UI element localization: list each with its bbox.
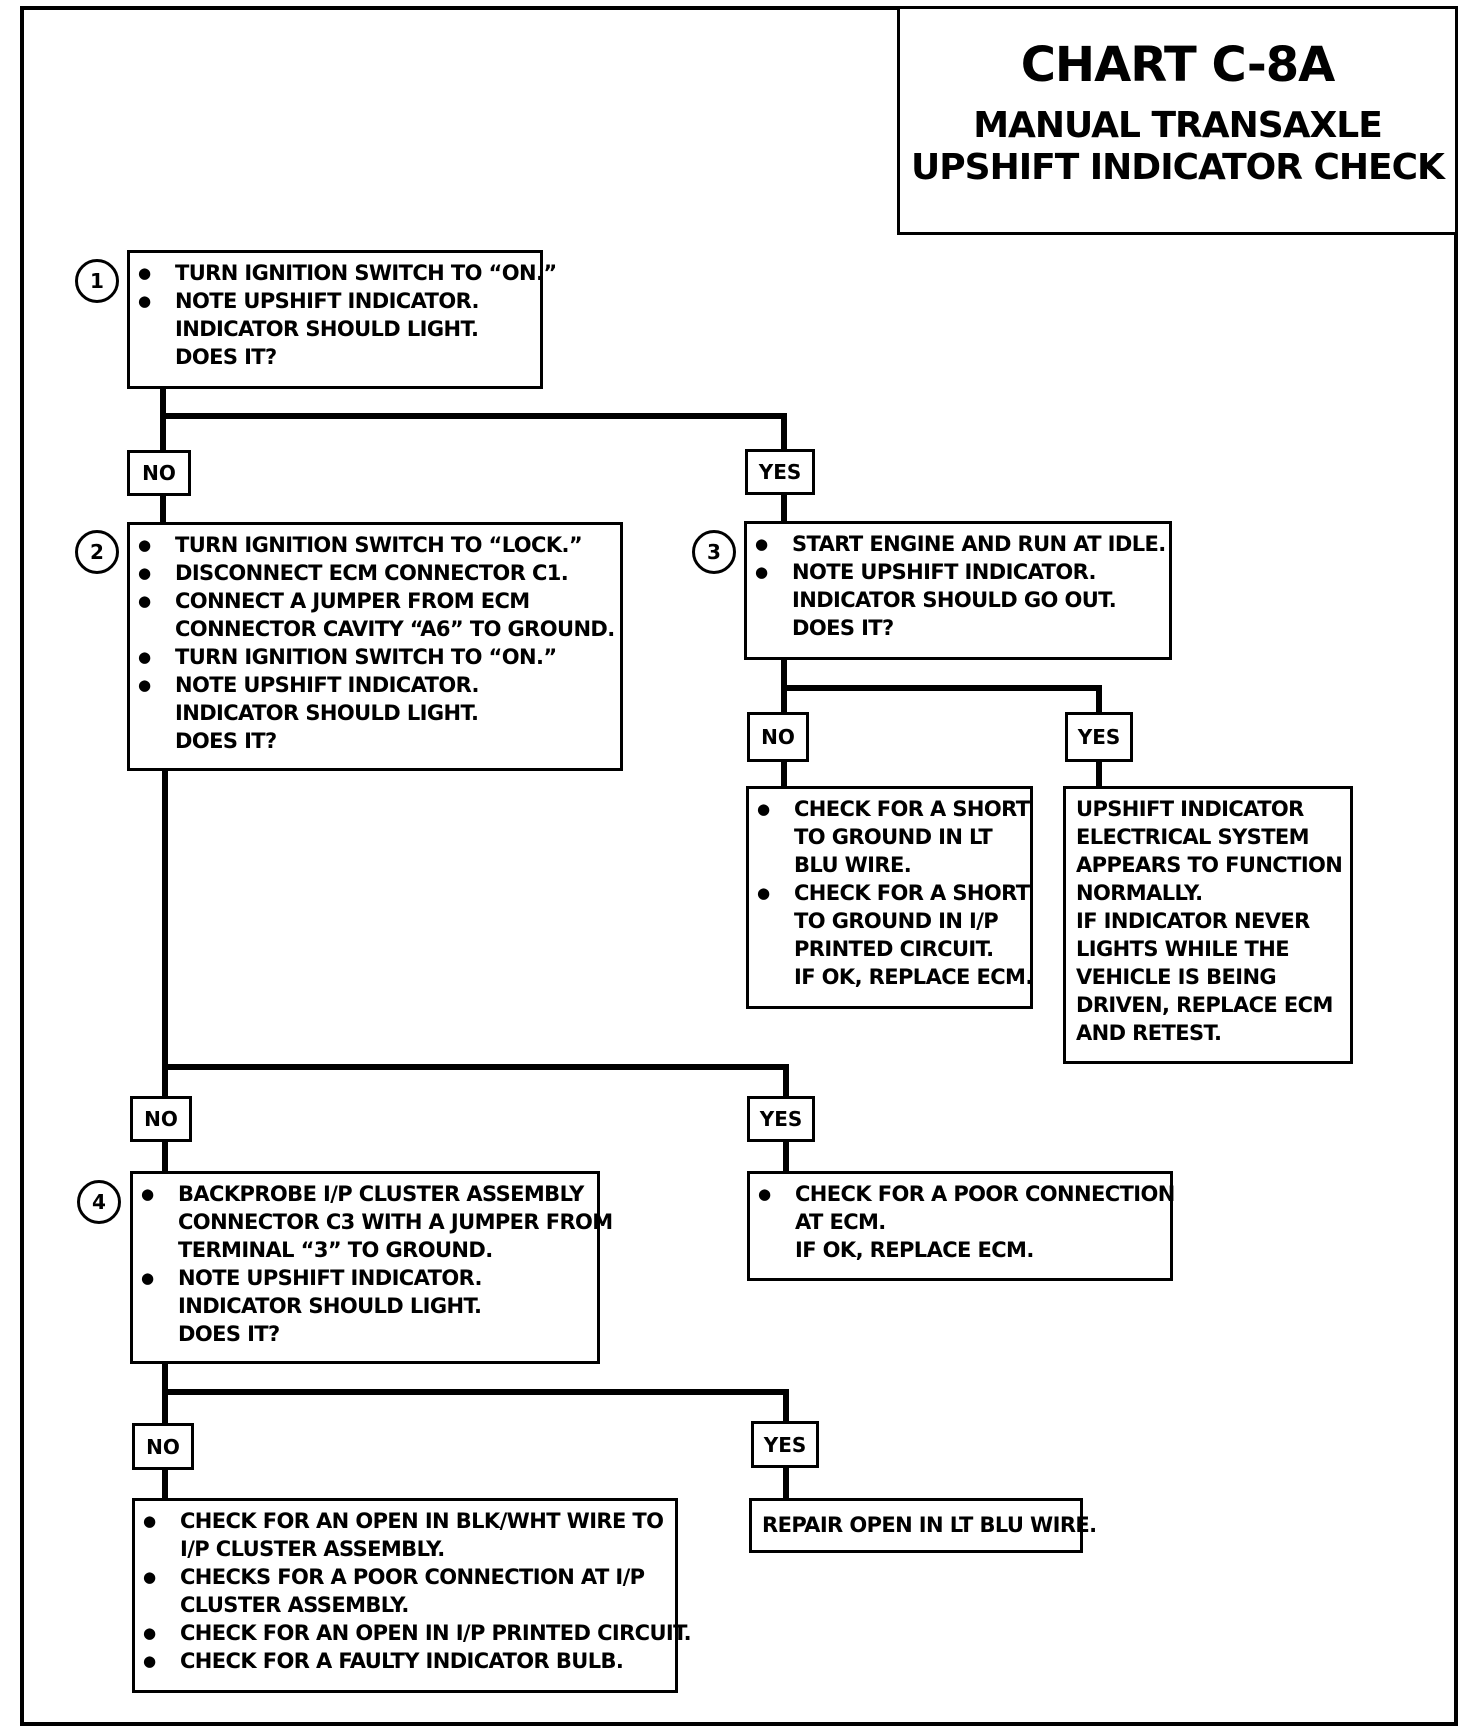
connector [160, 386, 166, 454]
connector [1096, 760, 1102, 790]
step-2-box: TURN IGNITION SWITCH TO “LOCK.” DISCONNE… [127, 522, 623, 771]
chart-subtitle: MANUAL TRANSAXLE UPSHIFT INDICATOR CHECK [911, 105, 1445, 188]
yes-label: YES [745, 449, 815, 495]
step-number-3: 3 [692, 530, 736, 574]
step-1-box: TURN IGNITION SWITCH TO “ON.” NOTE UPSHI… [127, 250, 557, 389]
step-number-4: 4 [77, 1180, 121, 1224]
diagram-frame [20, 6, 1458, 1726]
connector [162, 1466, 168, 1502]
connector [783, 1138, 789, 1175]
connector [781, 685, 1101, 691]
connector [162, 768, 168, 1098]
connector [781, 413, 787, 453]
no-label: NO [130, 1096, 192, 1142]
no-label: NO [132, 1423, 194, 1470]
step-1-bullet: NOTE UPSHIFT INDICATOR. [130, 287, 540, 315]
poor-connection-box: CHECK FOR A POOR CONNECTION AT ECM. IF O… [747, 1171, 1175, 1281]
normal-function-box: UPSHIFT INDICATOR ELECTRICAL SYSTEM APPE… [1063, 786, 1353, 1064]
connector [783, 1389, 789, 1424]
yes-label: YES [751, 1421, 819, 1468]
connector [1096, 685, 1102, 716]
connector [162, 1138, 168, 1175]
connector [781, 760, 787, 790]
short-check-box: CHECK FOR A SHORT TO GROUND IN LT BLU WI… [746, 786, 1033, 1009]
connector [162, 1064, 789, 1070]
no-label: NO [747, 712, 809, 762]
no-label: NO [127, 450, 191, 496]
connector [160, 413, 787, 419]
connector [162, 1389, 789, 1395]
repair-box: REPAIR OPEN IN LT BLU WIRE. [749, 1498, 1097, 1553]
step-number-1: 1 [75, 259, 119, 303]
step-1-bullet: TURN IGNITION SWITCH TO “ON.” [130, 259, 557, 287]
chart-title: CHART C-8A [1020, 37, 1336, 93]
connector [781, 492, 787, 525]
yes-label: YES [1065, 712, 1133, 762]
step-3-box: START ENGINE AND RUN AT IDLE. NOTE UPSHI… [744, 521, 1172, 660]
connector [783, 1464, 789, 1502]
open-checks-box: CHECK FOR AN OPEN IN BLK/WHT WIRE TO I/P… [132, 1498, 692, 1693]
connector [160, 494, 166, 526]
step-4-box: BACKPROBE I/P CLUSTER ASSEMBLY CONNECTOR… [130, 1171, 613, 1364]
step-number-2: 2 [75, 530, 119, 574]
yes-label: YES [747, 1096, 815, 1142]
connector [783, 1064, 789, 1098]
title-box: CHART C-8A MANUAL TRANSAXLE UPSHIFT INDI… [897, 6, 1458, 235]
